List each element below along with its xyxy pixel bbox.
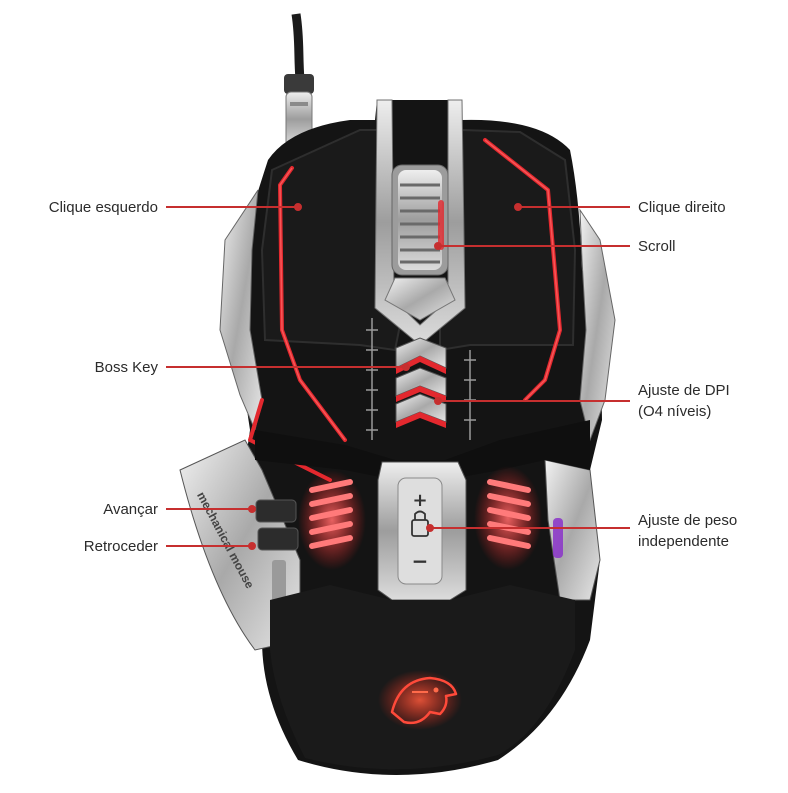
right-chrome-shell [579,208,616,442]
dpi-down-led [396,412,446,428]
dpi-up-led [396,386,446,402]
forward-side-button[interactable] [255,499,297,523]
scroll-base [384,277,456,321]
spring-right [474,466,542,570]
eagle-logo-icon [378,670,462,730]
label-weight: Ajuste de peso independente [638,510,737,552]
label-weight-line2: independente [638,533,729,550]
label-boss-key: Boss Key [94,359,158,376]
label-weight-line1: Ajuste de peso [638,512,738,529]
label-scroll: Scroll [638,238,676,255]
weight-minus-icon: − [412,549,429,573]
left-click-button[interactable] [260,129,402,352]
weight-lock-shackle [414,510,426,520]
dpi-ruler-left [366,318,378,440]
scroll-wheel[interactable] [391,164,449,276]
back-side-button[interactable] [257,527,299,551]
label-forward: Avançar [103,501,158,518]
label-right-click: Clique direito [638,199,726,216]
weight-plus-icon: + [412,490,427,511]
label-left-click: Clique esquerdo [48,199,158,216]
label-dpi: Ajuste de DPI (O4 níveis) [638,380,730,422]
weight-panel-inset [397,477,443,585]
cable [284,13,314,147]
right-purple-led [553,518,563,558]
waist-band [255,420,590,480]
label-dpi-line2: (O4 níveis) [638,403,712,420]
leader-lines [166,203,630,550]
scroll-wheel-ridges [400,183,440,264]
led-strips-glow [279,139,561,441]
spring-left [298,470,366,570]
label-back: Retroceder [83,538,158,555]
label-dpi-line1: Ajuste de DPI [638,382,730,399]
